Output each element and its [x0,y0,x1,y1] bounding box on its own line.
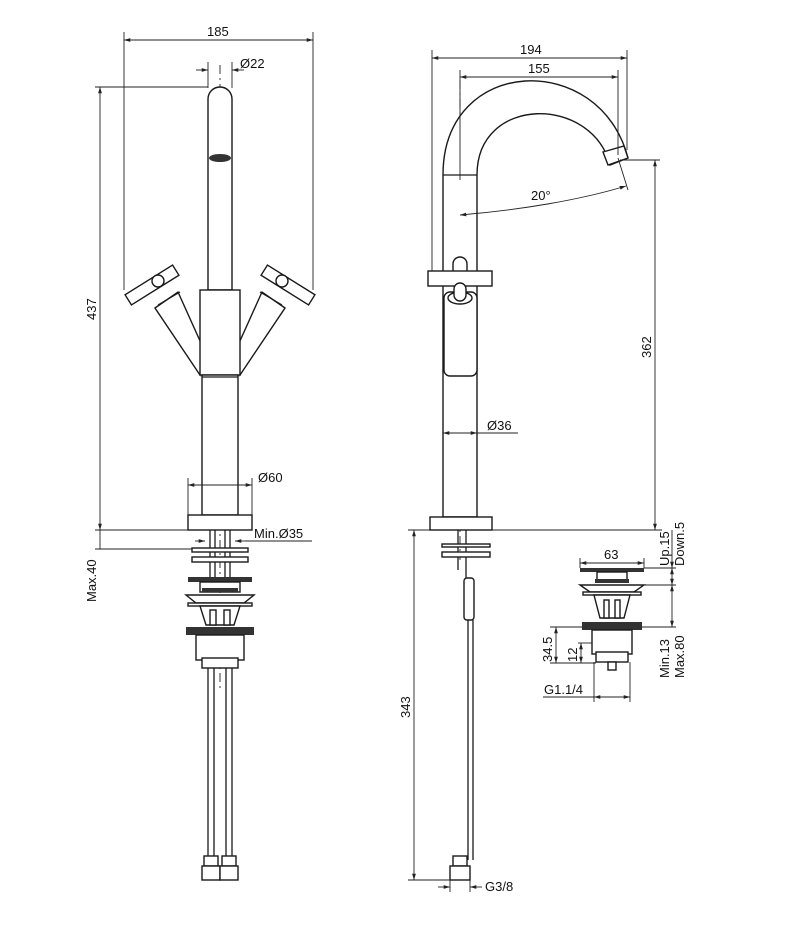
svg-text:Ø36: Ø36 [487,418,512,433]
diameter-symbol: Ø [487,418,497,433]
aerator-side [602,145,629,166]
diameter-symbol: Ø [279,526,289,541]
aerator [209,154,231,162]
pop-up-waste: 63 Up.15 Down.5 Min.13 Max.80 34.5 12 G1… [540,522,687,702]
dim-max-deck: Max.40 [84,559,99,602]
fixing-set-side [441,530,491,881]
dim-height-437: 437 [84,298,99,320]
dim-width-185: 185 [207,24,229,39]
base-plate [187,514,253,531]
diameter-symbol: Ø [240,56,250,71]
dim-spout-height: 362 [639,336,654,358]
spout-tube [207,86,233,291]
dimensions-side: 194 155 20° 362 Ø36 343 G3/8 [398,42,662,894]
dim-width-194: 194 [520,42,542,57]
dim-reach-155: 155 [528,61,550,76]
dim-min-thickness: Min.13 [657,639,672,678]
dim-hose-thread: G3/8 [485,879,513,894]
svg-text:Min.Ø35: Min.Ø35 [254,526,303,541]
dim-angle: 20° [531,188,551,203]
dim-height-34-5: 34.5 [540,637,555,662]
flexible-hoses [201,668,239,881]
dimensions-front: 185 Ø22 437 Ø60 Min.Ø35 Max.40 [84,24,314,602]
dim-travel-up: Up.15 [657,531,672,566]
base-plate-side [429,516,493,531]
dim-spout-diameter: 22 [250,56,264,71]
dim-body-diameter: 60 [268,470,282,485]
dim-height-12: 12 [565,648,580,662]
front-view: 185 Ø22 437 Ø60 Min.Ø35 Max.40 [84,24,316,881]
fixing-set [184,530,256,669]
dim-hole-diameter: 35 [289,526,303,541]
dim-column-diameter: 36 [497,418,511,433]
side-view: 194 155 20° 362 Ø36 343 G3/8 [398,42,662,894]
dim-hose-length: 343 [398,696,413,718]
dim-waste-thread: G1.1/4 [544,682,583,697]
column [201,374,239,516]
svg-text:Ø22: Ø22 [240,56,265,71]
dim-cap-diameter: 63 [604,547,618,562]
right-handle [234,264,316,377]
dimensions-waste: 63 Up.15 Down.5 Min.13 Max.80 34.5 12 G1… [540,522,687,702]
mixer-body [199,289,241,376]
diameter-symbol: Ø [258,470,268,485]
left-handle [124,264,206,377]
dim-travel-down: Down.5 [672,522,687,566]
dim-max-thickness: Max.80 [672,635,687,678]
svg-text:Ø60: Ø60 [258,470,283,485]
dim-min-label: Min. [254,526,279,541]
